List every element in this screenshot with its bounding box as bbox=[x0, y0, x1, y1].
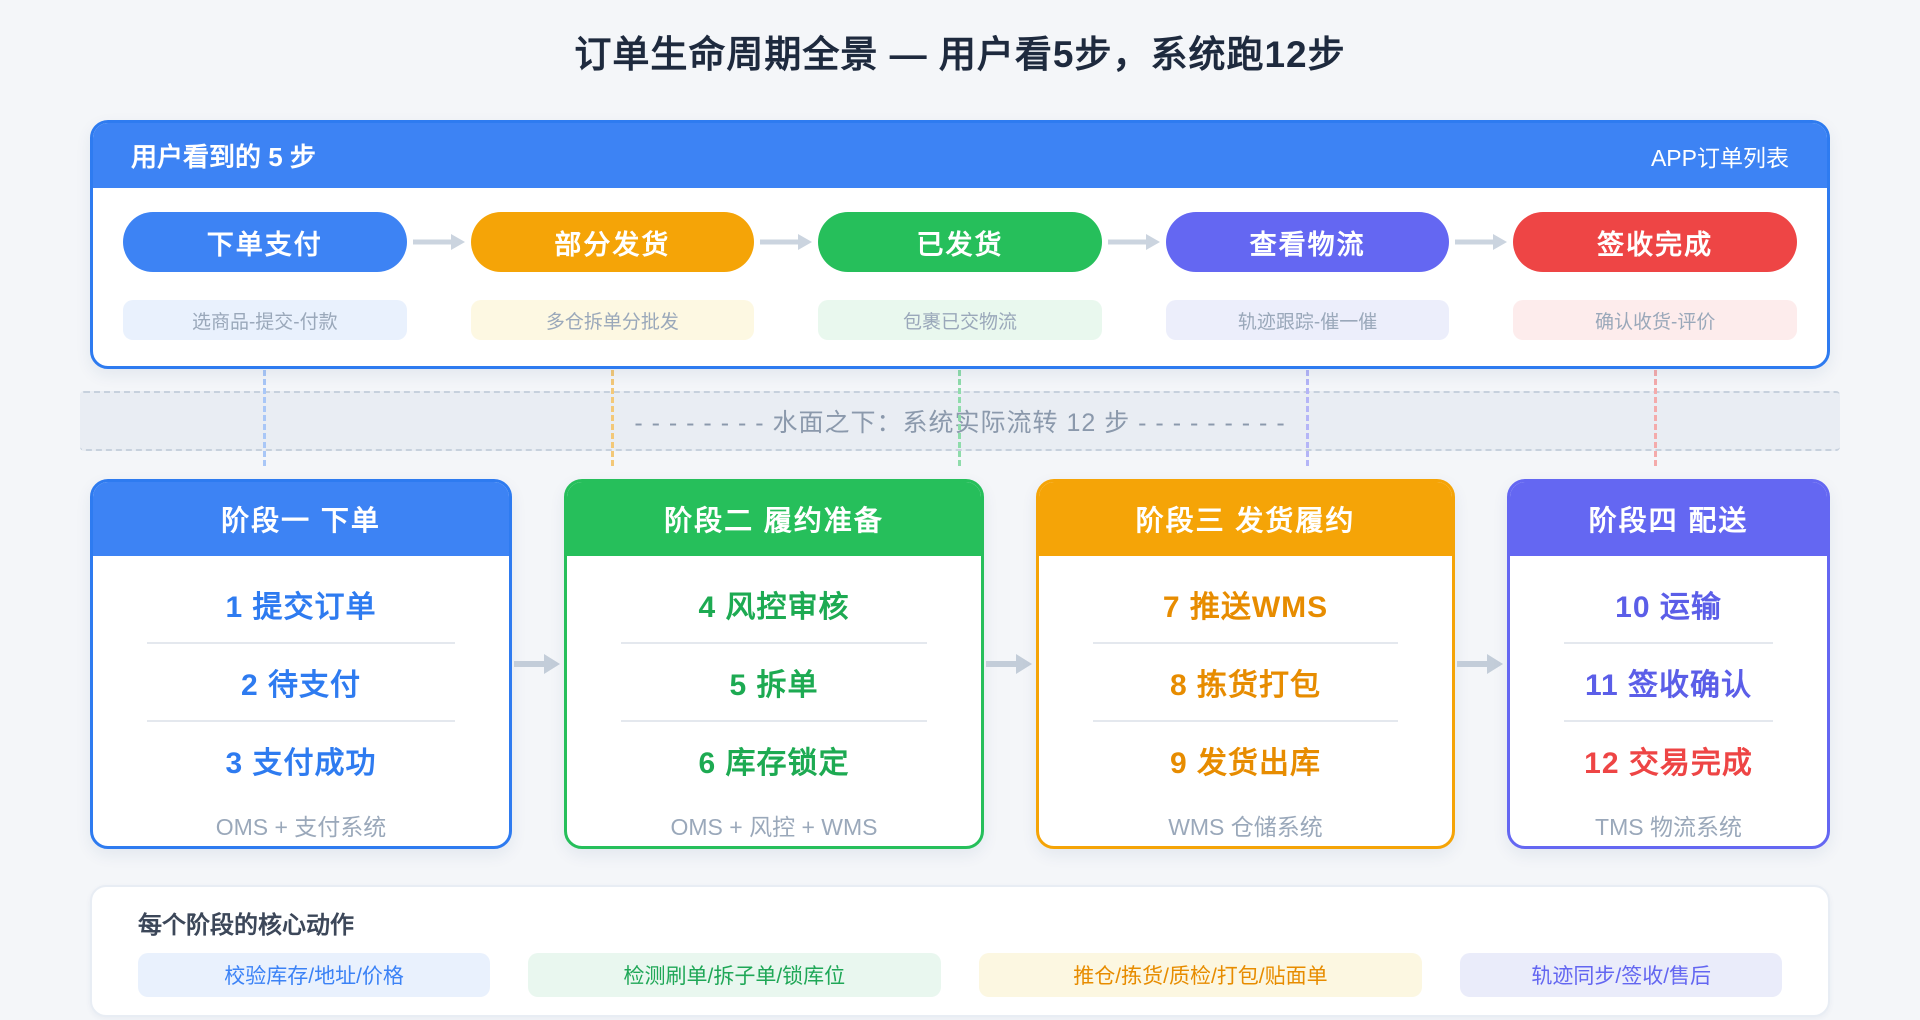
arrow-right-icon bbox=[984, 653, 1036, 675]
stage-card-fulfillment-prep: 阶段二 履约准备 4 风控审核 5 拆单 6 库存锁定 OMS + 风控 + W… bbox=[564, 479, 984, 849]
stage-step: 10 运输 bbox=[1615, 591, 1722, 624]
stage-step: 5 拆单 bbox=[729, 669, 819, 702]
app-order-list-label: APP订单列表 bbox=[1650, 144, 1789, 171]
stage-card-title: 阶段四 配送 bbox=[1510, 482, 1827, 556]
action-chip-logistics: 轨迹同步/签收/售后 bbox=[1460, 953, 1783, 997]
core-actions-title: 每个阶段的核心动作 bbox=[138, 912, 354, 939]
pill-row: 下单支付 部分发货 已发货 查看物流 签收完成 bbox=[93, 188, 1827, 272]
stage-step: 9 发货出库 bbox=[1169, 747, 1322, 780]
action-chips-row: 校验库存/地址/价格 检测刷单/拆子单/锁库位 推仓/拣货/质检/打包/贴面单 … bbox=[138, 953, 1783, 997]
pill-partial-ship: 部分发货 bbox=[470, 212, 755, 272]
arrow-right-icon bbox=[754, 233, 818, 251]
step-divider bbox=[147, 642, 455, 644]
step-divider bbox=[1093, 720, 1398, 722]
sublabel-partial-ship: 多仓拆单分批发 bbox=[470, 300, 755, 340]
sublabel-order-pay: 选商品-提交-付款 bbox=[123, 300, 407, 340]
stage-system-label: OMS + 风控 + WMS bbox=[670, 814, 878, 840]
sublabel-sign-complete: 确认收货-评价 bbox=[1513, 300, 1797, 340]
stage-step: 3 支付成功 bbox=[225, 747, 377, 780]
stage-system-label: TMS 物流系统 bbox=[1595, 814, 1742, 840]
stage-card-title: 阶段一 下单 bbox=[93, 482, 509, 556]
stage-card-delivery: 阶段四 配送 10 运输 11 签收确认 12 交易完成 TMS 物流系统 bbox=[1507, 479, 1830, 849]
stage-card-title: 阶段三 发货履约 bbox=[1039, 482, 1452, 556]
step-divider bbox=[1093, 642, 1398, 644]
connector-line-red bbox=[1654, 352, 1657, 466]
stage-step: 8 拣货打包 bbox=[1169, 669, 1322, 702]
core-actions-panel: 每个阶段的核心动作 校验库存/地址/价格 检测刷单/拆子单/锁库位 推仓/拣货/… bbox=[90, 885, 1830, 1017]
arrow-right-icon bbox=[512, 653, 564, 675]
step-divider bbox=[147, 720, 455, 722]
panel-title: 用户看到的 5 步 bbox=[131, 142, 316, 172]
action-chip-prep: 检测刷单/拆子单/锁库位 bbox=[528, 953, 941, 997]
stage-step: 2 待支付 bbox=[240, 669, 362, 702]
stage-step: 6 库存锁定 bbox=[698, 747, 850, 780]
connector-line-green bbox=[958, 352, 961, 466]
connector-line-blue bbox=[263, 352, 266, 466]
stage-system-label: OMS + 支付系统 bbox=[215, 814, 387, 840]
arrow-right-icon bbox=[407, 233, 471, 251]
step-divider bbox=[621, 642, 927, 644]
step-divider bbox=[1564, 720, 1773, 722]
action-chip-warehouse: 推仓/拣货/质检/打包/贴面单 bbox=[978, 953, 1423, 997]
pill-sublabel-row: 选商品-提交-付款 多仓拆单分批发 包裹已交物流 轨迹跟踪-催一催 确认收货-评… bbox=[93, 272, 1827, 366]
pill-order-pay: 下单支付 bbox=[123, 212, 407, 272]
stage-system-label: WMS 仓储系统 bbox=[1168, 814, 1323, 840]
connector-line-indigo bbox=[1306, 352, 1309, 466]
pill-sign-complete: 签收完成 bbox=[1513, 212, 1797, 272]
stage-card-shipping: 阶段三 发货履约 7 推送WMS 8 拣货打包 9 发货出库 WMS 仓储系统 bbox=[1036, 479, 1455, 849]
stage-step: 7 推送WMS bbox=[1162, 591, 1329, 624]
pill-view-logistics: 查看物流 bbox=[1165, 212, 1450, 272]
stage-cards-row: 阶段一 下单 1 提交订单 2 待支付 3 支付成功 OMS + 支付系统 阶段… bbox=[90, 479, 1830, 849]
stage-step: 11 签收确认 bbox=[1584, 669, 1753, 702]
stage-step: 1 提交订单 bbox=[225, 591, 377, 624]
sublabel-view-logistics: 轨迹跟踪-催一催 bbox=[1165, 300, 1450, 340]
user-steps-panel-header: 用户看到的 5 步 APP订单列表 bbox=[93, 123, 1827, 188]
action-chip-order: 校验库存/地址/价格 bbox=[138, 953, 491, 997]
stage-card-title: 阶段二 履约准备 bbox=[567, 482, 981, 556]
arrow-right-icon bbox=[1455, 653, 1507, 675]
page-title: 订单生命周期全景 — 用户看5步，系统跑12步 bbox=[574, 34, 1346, 75]
arrow-right-icon bbox=[1449, 233, 1513, 251]
stage-card-order: 阶段一 下单 1 提交订单 2 待支付 3 支付成功 OMS + 支付系统 bbox=[90, 479, 512, 849]
step-divider bbox=[621, 720, 927, 722]
arrow-right-icon bbox=[1102, 233, 1166, 251]
pill-shipped: 已发货 bbox=[818, 212, 1102, 272]
step-divider bbox=[1564, 642, 1773, 644]
connector-line-orange bbox=[611, 352, 614, 466]
stage-step: 12 交易完成 bbox=[1584, 747, 1753, 780]
user-steps-panel: 用户看到的 5 步 APP订单列表 下单支付 部分发货 已发货 查看物流 签收完… bbox=[90, 120, 1830, 369]
stage-step: 4 风控审核 bbox=[698, 591, 850, 624]
sublabel-shipped: 包裹已交物流 bbox=[818, 300, 1102, 340]
